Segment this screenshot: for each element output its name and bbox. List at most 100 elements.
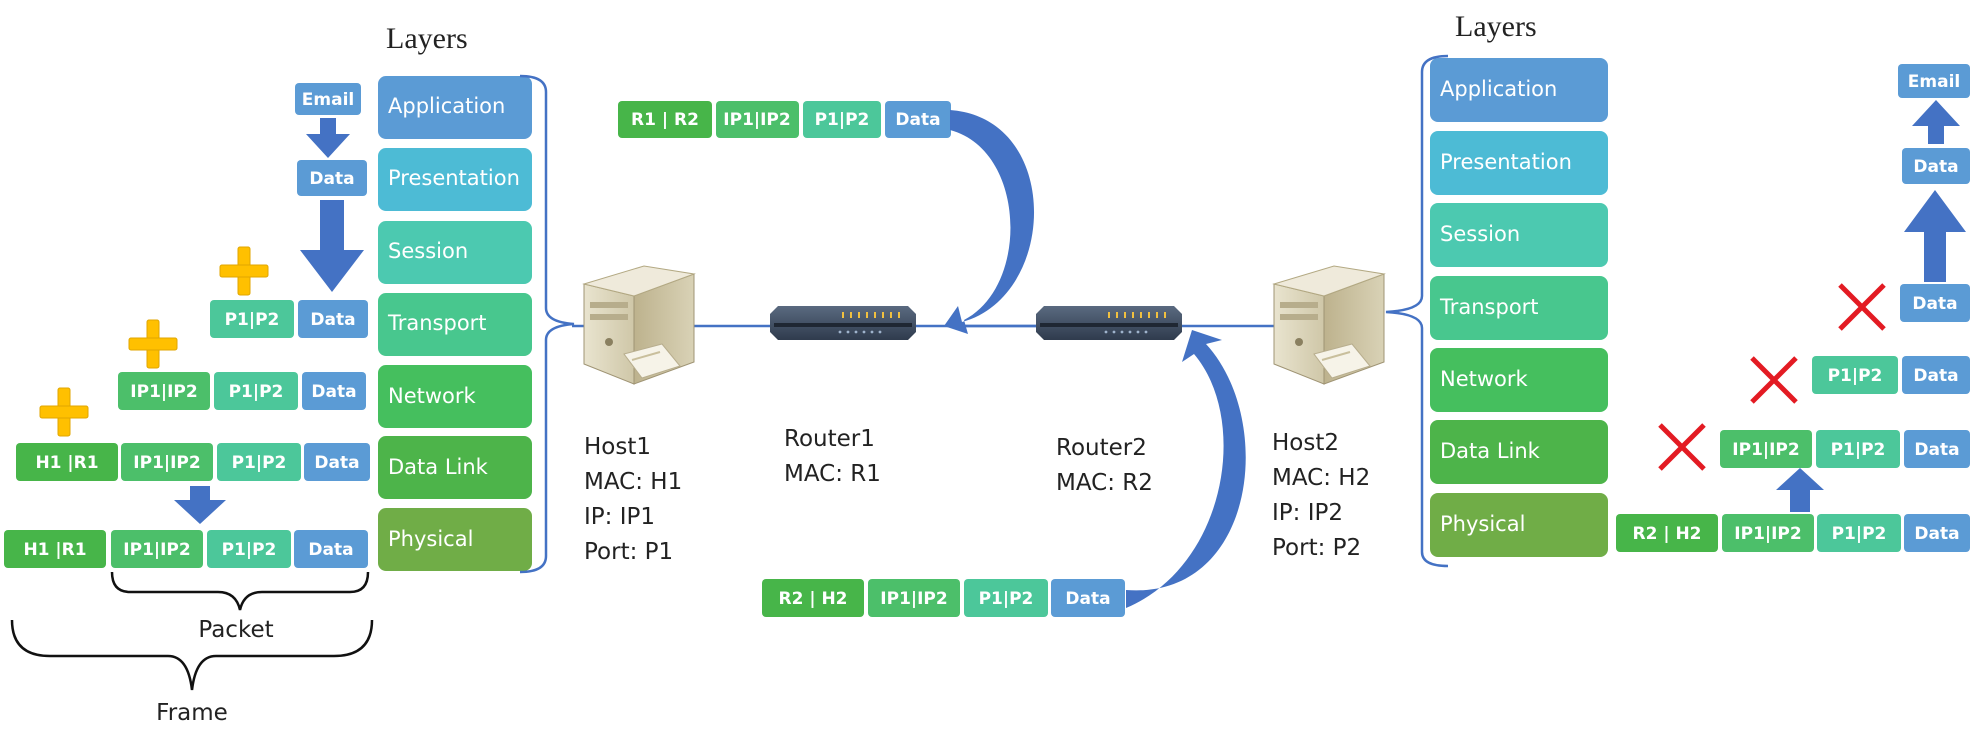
data-label: Data [309, 169, 354, 189]
data-label: Data [311, 382, 356, 402]
packet-brace-icon [110, 571, 370, 611]
left-layer-label: Data Link [388, 455, 489, 479]
ip-box [111, 530, 203, 568]
left-layer-network [378, 365, 532, 428]
ip-box [868, 579, 960, 617]
router1-mac: MAC: R1 [784, 461, 881, 487]
host2-port: Port: P2 [1272, 535, 1361, 561]
data-box [304, 443, 370, 481]
bottom-frame: R2 | H2 IP1|IP2 P1|P2 Data [762, 579, 1125, 617]
port-box [217, 443, 301, 481]
data-label: Data [895, 110, 940, 130]
server-icon [583, 265, 695, 385]
data-box [294, 530, 368, 568]
data-box [1902, 148, 1970, 184]
port-label: P1|P2 [979, 589, 1034, 609]
arrow-up-icon [1904, 190, 1966, 282]
left-layer-datalink [378, 436, 532, 499]
right-layer-application [1430, 58, 1608, 122]
left-brace-icon [519, 74, 575, 574]
email-label: Email [1908, 72, 1960, 92]
ip-label: IP1|IP2 [130, 382, 197, 402]
right-layer-transport [1430, 276, 1608, 340]
ip-label: IP1|IP2 [1732, 440, 1799, 460]
mac-box [16, 443, 118, 481]
port-box [207, 530, 291, 568]
data-label: Data [1912, 294, 1957, 314]
plus-icon [219, 246, 269, 296]
frame-brace-icon [10, 619, 374, 691]
data-box [1904, 430, 1970, 468]
data-label: Data [308, 540, 353, 560]
right-layer-label: Transport [1439, 295, 1539, 319]
cross-icon [1660, 425, 1704, 469]
data-label: Data [1065, 589, 1110, 609]
data-label: Data [1914, 440, 1959, 460]
right-layer-label: Physical [1440, 512, 1525, 536]
data-box [302, 372, 366, 410]
data-box [885, 101, 951, 138]
ip-label: IP1|IP2 [1734, 524, 1801, 544]
right-layer-label: Data Link [1440, 439, 1541, 463]
host1-name: Host1 [584, 434, 651, 460]
packet-label: Packet [198, 617, 273, 643]
left-layer-stack: Application Presentation Session Transpo… [378, 76, 532, 571]
right-layer-label: Application [1440, 77, 1557, 101]
host2-name: Host2 [1272, 430, 1339, 456]
ip-box [716, 101, 799, 138]
router2-info: Router2 MAC: R2 [1056, 435, 1153, 496]
email-box [1898, 64, 1970, 98]
port-box [1812, 356, 1898, 394]
data-box [297, 160, 367, 196]
arrow-down-icon [306, 118, 350, 158]
left-layer-label: Session [388, 239, 468, 263]
decapsulation-sequence: R2 | H2 IP1|IP2 P1|P2 Data IP1|IP2 P1|P2… [1616, 64, 1970, 552]
mac-box [1616, 514, 1718, 552]
right-layer-network [1430, 348, 1608, 412]
router-icon [1036, 306, 1182, 340]
plus-icon [128, 319, 178, 369]
ip-box [121, 443, 213, 481]
encapsulation-sequence: Email Data P1|P2 Data IP1|IP2 P1|P2 Data… [4, 83, 374, 726]
port-box [210, 300, 294, 338]
curved-arrow-icon [1126, 330, 1246, 608]
left-layer-label: Presentation [388, 166, 520, 190]
mac-box [762, 579, 864, 617]
left-layer-presentation [378, 148, 532, 211]
arrow-down-icon [300, 200, 364, 292]
port-label: P1|P2 [815, 110, 870, 130]
port-label: P1|P2 [225, 310, 280, 330]
host1-ip: IP: IP1 [584, 504, 655, 530]
port-label: P1|P2 [1831, 440, 1886, 460]
mac-label: R2 | H2 [1632, 524, 1701, 544]
right-layer-session [1430, 203, 1608, 267]
host2-info: Host2 MAC: H2 IP: IP2 Port: P2 [1272, 430, 1370, 561]
right-layer-datalink [1430, 420, 1608, 484]
data-label: Data [310, 310, 355, 330]
port-box [1817, 514, 1901, 552]
left-layer-label: Application [388, 94, 505, 118]
data-label: Data [1913, 366, 1958, 386]
data-box [1051, 579, 1125, 617]
mac-box [4, 530, 106, 568]
mac-label: R2 | H2 [778, 589, 847, 609]
right-layer-label: Session [1440, 222, 1520, 246]
top-frame: R1 | R2 IP1|IP2 P1|P2 Data [618, 101, 951, 138]
left-layers-title: Layers [386, 22, 468, 55]
server-icon [1273, 265, 1385, 385]
host2-ip: IP: IP2 [1272, 500, 1343, 526]
arrow-up-icon [1776, 468, 1824, 512]
mac-label: H1 |R1 [23, 540, 86, 560]
host1-mac: MAC: H1 [584, 469, 682, 495]
router1-info: Router1 MAC: R1 [784, 426, 881, 487]
right-layer-stack: Application Presentation Session Transpo… [1430, 58, 1608, 557]
data-box [1904, 514, 1970, 552]
mac-label: H1 |R1 [35, 453, 98, 473]
left-layer-label: Transport [387, 311, 487, 335]
data-label: Data [1913, 157, 1958, 177]
arrow-down-icon [174, 486, 226, 524]
left-layer-label: Physical [388, 527, 473, 551]
data-label: Data [1914, 524, 1959, 544]
cross-icon [1752, 358, 1796, 402]
